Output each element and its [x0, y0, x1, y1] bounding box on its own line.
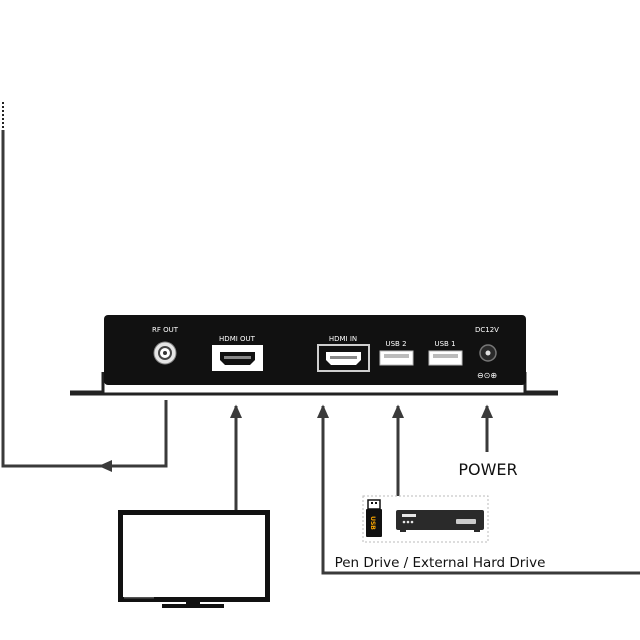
storage-devices: USB [362, 495, 489, 543]
hdmi-in-connector [317, 344, 370, 372]
device-rear-panel: RF OUT HDMI OUT HDMI IN USB 2 USB 1 DC12… [104, 315, 526, 385]
usb2-label: USB 2 [385, 340, 406, 348]
rf-cable-line [1, 130, 168, 468]
hard-drive-icon [396, 510, 484, 532]
hdmi-in-line [321, 430, 640, 575]
tv-icon [118, 510, 270, 608]
pen-drive-icon: USB [366, 499, 382, 537]
dc12v-label: DC12V [475, 326, 499, 334]
storage-frame [362, 495, 489, 543]
rf-out-label: RF OUT [152, 326, 179, 334]
pen-drive-text: USB [369, 516, 376, 530]
tv-stand-base [162, 604, 224, 608]
device-body [104, 315, 526, 385]
tv-screen [123, 515, 265, 597]
power-caption: POWER [458, 460, 517, 479]
usb1-label: USB 1 [434, 340, 455, 348]
hdmi-out-label: HDMI OUT [219, 335, 256, 343]
storage-caption: Pen Drive / External Hard Drive [335, 555, 546, 571]
polarity-symbol: ⊖⊙⊕ [477, 371, 497, 380]
rf-cable [1, 102, 168, 472]
hdmi-in-label: HDMI IN [329, 335, 357, 343]
connection-arrows [230, 404, 640, 575]
